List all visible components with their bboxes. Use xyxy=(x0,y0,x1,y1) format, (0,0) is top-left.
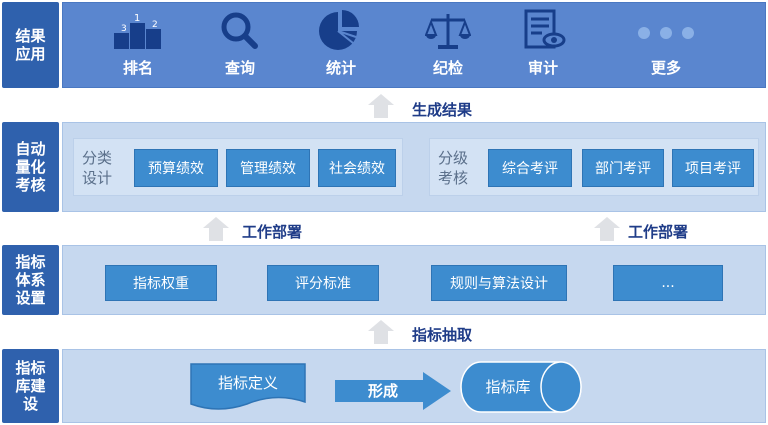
generate-results-arrow xyxy=(368,94,394,118)
row-label-result-application: 结果 应用 xyxy=(2,2,59,88)
app-query[interactable]: 查询 xyxy=(205,11,275,78)
indicator-library-cylinder xyxy=(460,361,582,413)
svg-text:2: 2 xyxy=(152,20,158,30)
work-deployment-arrow-right xyxy=(594,217,620,241)
budget-performance-button[interactable]: 预算绩效 xyxy=(134,149,218,187)
comprehensive-evaluation-button[interactable]: 综合考评 xyxy=(488,149,572,187)
form-arrow-icon xyxy=(335,372,451,410)
app-statistics-label: 统计 xyxy=(325,59,356,77)
audit-document-icon xyxy=(524,9,566,49)
svg-text:3: 3 xyxy=(121,24,127,34)
row-label-indicator-library-build: 指标 库建 设 xyxy=(2,349,59,423)
app-ranking-label: 排名 xyxy=(122,59,153,77)
pie-chart-icon xyxy=(319,10,359,50)
work-deployment-arrow-left xyxy=(203,217,229,241)
indicator-library-panel: 指标定义 形成 指标库 xyxy=(62,349,766,423)
app-query-label: 查询 xyxy=(224,59,255,77)
graded-assessment-group: 分级 考核 综合考评 部门考评 项目考评 xyxy=(429,138,759,196)
indicator-definition-label: 指标定义 xyxy=(217,373,278,392)
management-performance-button[interactable]: 管理绩效 xyxy=(226,149,310,187)
indicator-extraction-arrow xyxy=(368,320,394,344)
work-deployment-caption-right: 工作部署 xyxy=(628,223,689,241)
scoring-standard-button[interactable]: 评分标准 xyxy=(267,265,379,301)
auto-assessment-panel: 分类 设计 预算绩效 管理绩效 社会绩效 分级 考核 综合考评 部门考评 项目考… xyxy=(62,122,766,212)
app-statistics[interactable]: 统计 xyxy=(306,9,376,78)
scale-icon xyxy=(425,14,471,49)
app-audit[interactable]: 审计 xyxy=(508,9,578,78)
app-discipline-inspection-label: 纪检 xyxy=(432,59,463,77)
more-items-button[interactable]: ... xyxy=(613,265,723,301)
result-application-bar: 3 1 2 排名 查询 统计 纪检 xyxy=(62,2,766,88)
app-ranking[interactable]: 3 1 2 排名 xyxy=(103,11,173,78)
indicator-definition-shape xyxy=(190,363,306,410)
row-label-indicator-system-setup: 指标 体系 设置 xyxy=(2,245,59,315)
indicator-weight-button[interactable]: 指标权重 xyxy=(105,265,217,301)
graded-assessment-label: 分级 考核 xyxy=(438,149,469,187)
app-more[interactable]: 更多 xyxy=(631,15,701,78)
project-evaluation-button[interactable]: 项目考评 xyxy=(672,149,754,187)
generate-results-caption: 生成结果 xyxy=(412,101,473,119)
indicator-extraction-caption: 指标抽取 xyxy=(412,326,473,344)
rules-algorithm-design-button[interactable]: 规则与算法设计 xyxy=(431,265,567,301)
search-icon xyxy=(221,12,258,49)
department-evaluation-button[interactable]: 部门考评 xyxy=(582,149,664,187)
classification-design-group: 分类 设计 预算绩效 管理绩效 社会绩效 xyxy=(73,138,403,196)
classification-design-label: 分类 设计 xyxy=(82,149,113,187)
podium-icon: 3 1 2 xyxy=(114,13,161,49)
form-arrow-label: 形成 xyxy=(367,382,398,400)
more-dots-icon xyxy=(638,27,694,39)
indicator-library-label: 指标库 xyxy=(485,377,531,396)
row-label-auto-quantitative-assessment: 自动 量化 考核 xyxy=(2,122,59,212)
svg-text:1: 1 xyxy=(134,13,140,24)
app-audit-label: 审计 xyxy=(527,59,558,77)
app-discipline-inspection[interactable]: 纪检 xyxy=(413,11,483,78)
indicator-system-panel: 指标权重 评分标准 规则与算法设计 ... xyxy=(62,245,766,315)
work-deployment-caption-left: 工作部署 xyxy=(242,223,303,241)
social-performance-button[interactable]: 社会绩效 xyxy=(318,149,396,187)
app-more-label: 更多 xyxy=(650,59,681,77)
